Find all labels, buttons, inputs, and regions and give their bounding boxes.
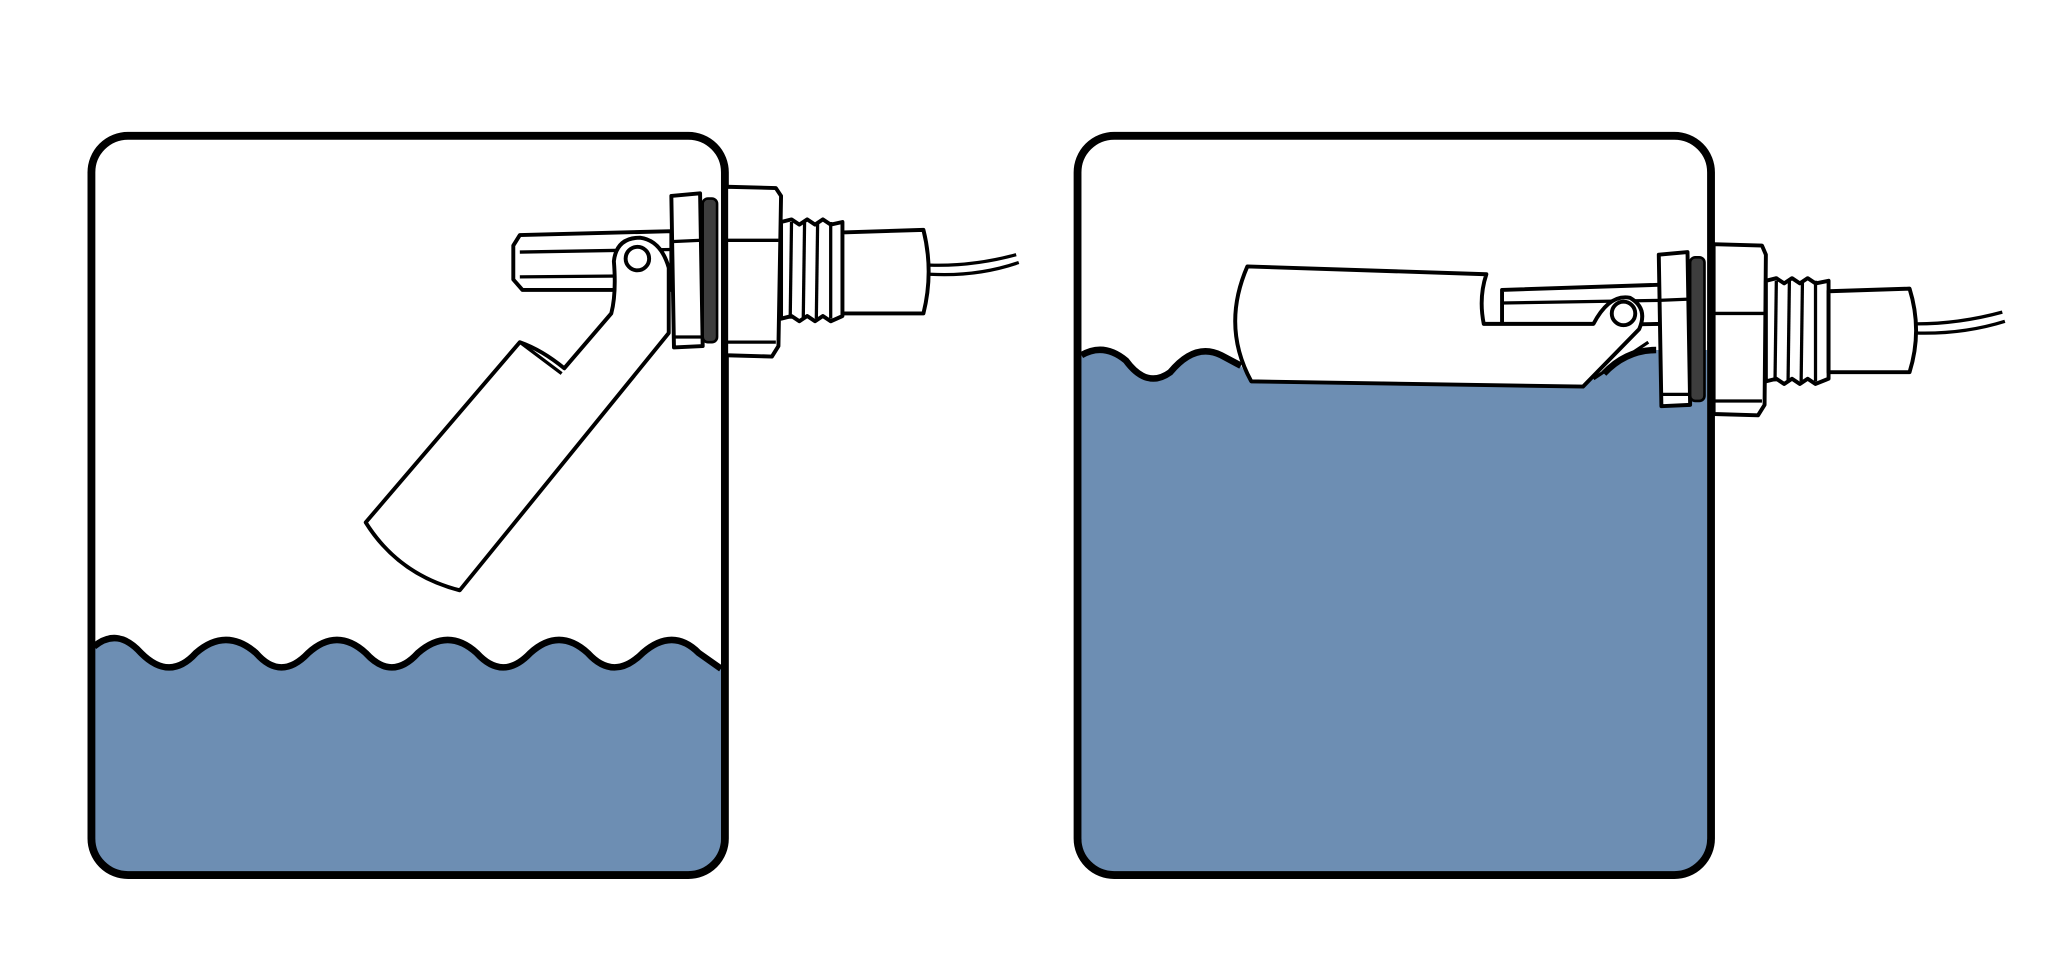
cable	[929, 253, 1020, 277]
gasket	[1688, 255, 1706, 403]
water-high	[1081, 349, 1708, 873]
tank-low-level	[87, 131, 1020, 879]
mount-fitting	[669, 184, 1020, 359]
water-low	[94, 638, 721, 873]
cable	[1916, 310, 2006, 335]
tank-wall	[87, 131, 729, 879]
tank-wall	[1073, 131, 1715, 879]
tank-high-level	[1073, 131, 2006, 879]
mount-fitting	[1656, 242, 2006, 418]
float-switch-hanging	[363, 229, 674, 593]
float-switch-floating	[1233, 264, 1664, 389]
gasket	[701, 197, 719, 344]
water-surface-low	[91, 634, 723, 672]
